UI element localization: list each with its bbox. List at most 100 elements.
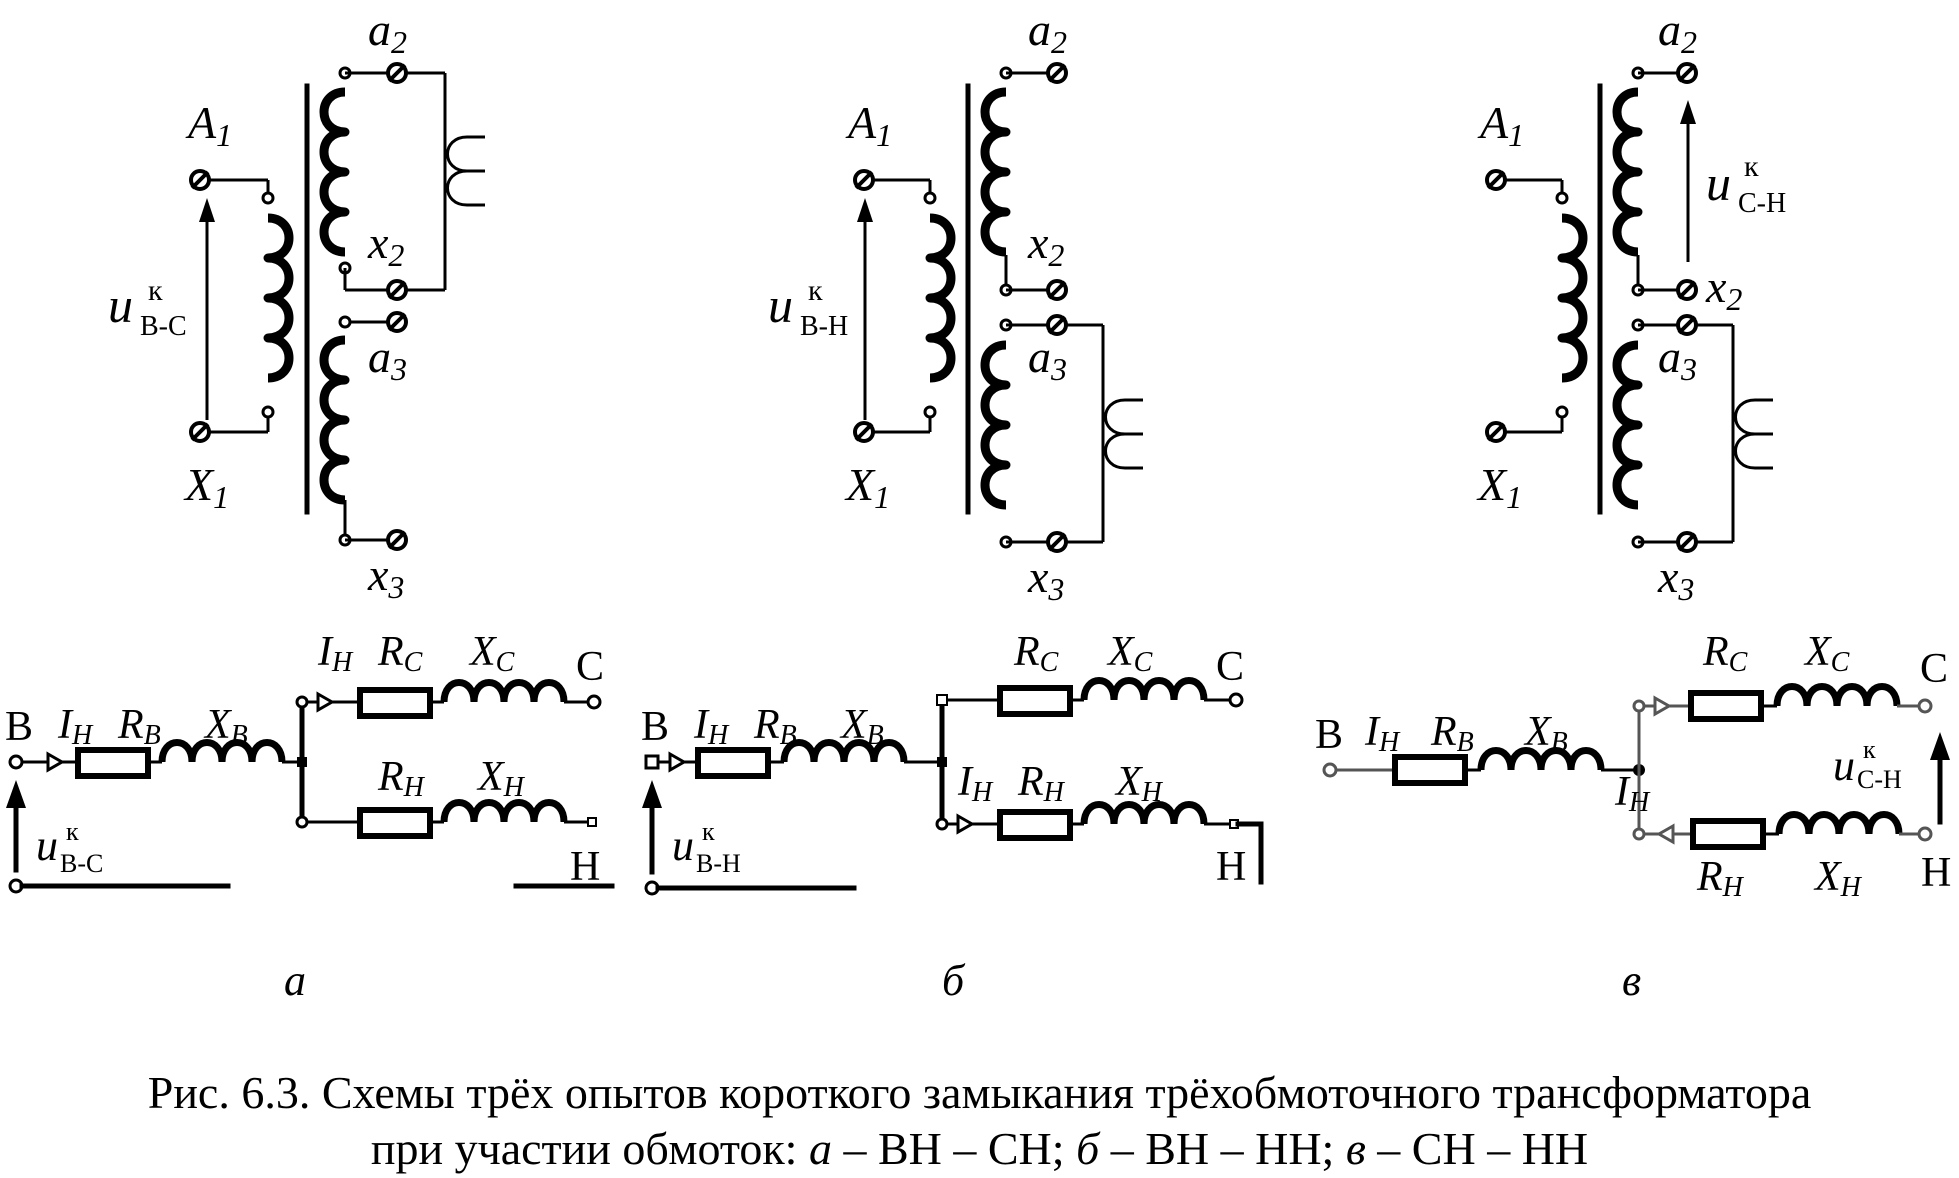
caption-item-a: а [808,1123,832,1174]
terminal-a2 [1046,62,1068,84]
terminal-A1 [853,169,875,191]
label-current: IН [1364,709,1401,758]
inductor-XC [1777,687,1897,707]
panel-label-a: а [284,956,306,1005]
label-voltage: u [1833,741,1855,790]
label-a3: a3 [1658,331,1697,387]
caption-item-b-text: – ВН – НН; [1099,1123,1346,1174]
label-X1: X1 [1476,459,1522,515]
voltage-superscript: к [148,274,163,307]
resistor-RC [357,687,433,719]
label-X1: X1 [183,459,229,515]
terminal-X1 [1485,421,1507,443]
label-RC: RС [377,629,423,678]
terminal-x3 [1676,531,1698,553]
voltage-subscript: В-С [60,849,103,878]
label-XH: XН [476,754,526,803]
panel-a-transformer: A1 X1 a2 x2 a3 x3 u к В-С [108,4,487,605]
label-XC: XС [1803,629,1850,678]
resistor-RH [997,809,1073,841]
voltage-superscript: к [1744,150,1759,183]
label-RC: RС [1013,629,1059,678]
caption-item-b: б [1076,1123,1100,1174]
label-RB: RВ [117,702,161,751]
voltage-superscript: к [1863,735,1876,764]
panel-c-transformer: A1 X1 a2 x2 a3 x3 u к С-Н [1476,4,1786,607]
label-output-C: С [1920,646,1948,692]
label-XB: XВ [839,702,884,751]
panel-b-equivalent: В IН RВ XВ RС XС С IН RН XН Н u к В-Н [641,629,1264,896]
winding-3 [1617,345,1638,505]
label-XC: XС [468,629,515,678]
terminal-a3 [386,311,408,333]
caption-line-2: при участии обмоток: а – ВН – СН; б – ВН… [0,1121,1959,1177]
label-output-C: С [576,644,604,690]
terminal-X1 [853,421,875,443]
terminal-x2 [1676,279,1698,301]
voltage-subscript: С-Н [1738,188,1786,219]
label-input-B: В [1315,712,1343,758]
label-A1: A1 [185,97,232,153]
voltage-subscript: С-Н [1857,765,1902,794]
label-voltage: u [1706,155,1731,211]
resistor-RC [997,685,1073,717]
panel-c-equivalent: В IН RВ XВ RС XС С IН RН XН Н u к С-Н [1315,629,1951,903]
label-XC: XС [1106,629,1153,678]
short-circuit-link [446,135,487,207]
label-RC: RС [1702,629,1748,678]
panel-label-b: б [942,956,966,1005]
winding-2 [324,92,345,252]
label-a2: a2 [368,4,407,60]
primary-winding [268,218,289,378]
label-input-B: В [5,704,33,750]
caption-item-a-text: – ВН – СН; [831,1123,1077,1174]
panel-a-equivalent: В IН RВ XВ IН RС XС С RН XН Н u к В-С [5,629,615,894]
panel-label-c: в [1622,956,1641,1005]
label-current: IН [693,702,730,751]
panel-b-transformer: A1 X1 a2 x2 a3 x3 u к В-Н [768,4,1145,607]
label-RB: RВ [753,702,797,751]
label-XH: XН [1813,854,1863,903]
figure-caption: Рис. 6.3. Схемы трёх опытов короткого за… [0,1065,1959,1177]
inductor-XC [1084,681,1204,701]
voltage-subscript: В-Н [696,849,741,878]
resistor-RB [1392,754,1468,786]
label-X1: X1 [844,459,890,515]
voltage-superscript: к [808,274,823,307]
label-top-current: IН [317,629,354,678]
primary-winding [930,218,951,378]
label-A1: A1 [1477,97,1524,153]
winding-3 [985,345,1006,505]
label-mid-current: IН [1614,769,1651,818]
terminal-X1 [189,421,211,443]
resistor-RB [695,747,771,779]
label-voltage: u [672,821,694,870]
label-voltage: u [768,277,793,333]
terminal-A1 [1485,169,1507,191]
terminal-A1 [189,169,211,191]
terminal-a2 [386,62,408,84]
terminal-a2 [1676,62,1698,84]
label-x3: x3 [367,549,404,605]
label-output-H: Н [1216,844,1246,890]
label-output-H: Н [570,844,600,890]
label-XB: XВ [203,702,248,751]
voltage-superscript: к [702,817,715,846]
voltage-superscript: к [66,817,79,846]
label-RH: RН [1017,759,1066,808]
winding-2 [985,92,1006,252]
label-input-B: В [641,704,669,750]
caption-prefix: при участии обмоток: [370,1123,809,1174]
label-XH: XН [1114,759,1164,808]
inductor-XH [1779,815,1899,835]
winding-3 [324,340,345,500]
label-x2: x2 [367,217,404,273]
label-output-H: Н [1921,850,1951,896]
label-a3: a3 [368,331,407,387]
terminal-x2 [386,279,408,301]
short-circuit-link [1734,398,1775,470]
label-x3: x3 [1657,551,1694,607]
label-bottom-current: IН [957,759,994,808]
resistor-RH [1690,818,1766,850]
